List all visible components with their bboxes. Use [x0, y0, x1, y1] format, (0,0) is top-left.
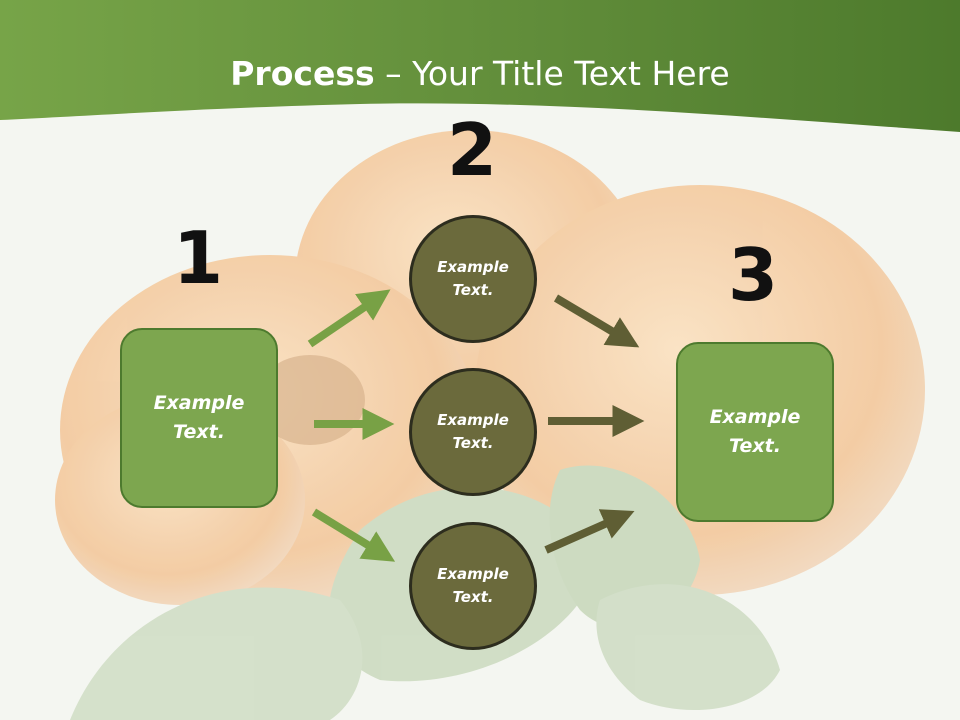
title-rest: – Your Title Text Here — [374, 54, 730, 93]
header-band — [0, 0, 960, 132]
right-process-box: Example Text. — [676, 342, 834, 522]
left-process-box: Example Text. — [120, 328, 278, 508]
process-circle-top-text: Example Text. — [437, 258, 509, 299]
process-circle-bottom-text: Example Text. — [437, 565, 509, 606]
process-circle-middle: Example Text. — [409, 368, 537, 496]
title-bold: Process — [230, 54, 375, 93]
slide-title: Process – Your Title Text Here — [0, 52, 960, 96]
step-number-2: 2 — [446, 108, 498, 192]
left-process-box-text: Example Text. — [153, 392, 245, 443]
process-circle-bottom: Example Text. — [409, 522, 537, 650]
step-number-1: 1 — [172, 216, 224, 300]
right-process-box-text: Example Text. — [709, 406, 801, 457]
process-circle-top: Example Text. — [409, 215, 537, 343]
step-number-3: 3 — [727, 233, 779, 317]
process-circle-middle-text: Example Text. — [437, 411, 509, 452]
